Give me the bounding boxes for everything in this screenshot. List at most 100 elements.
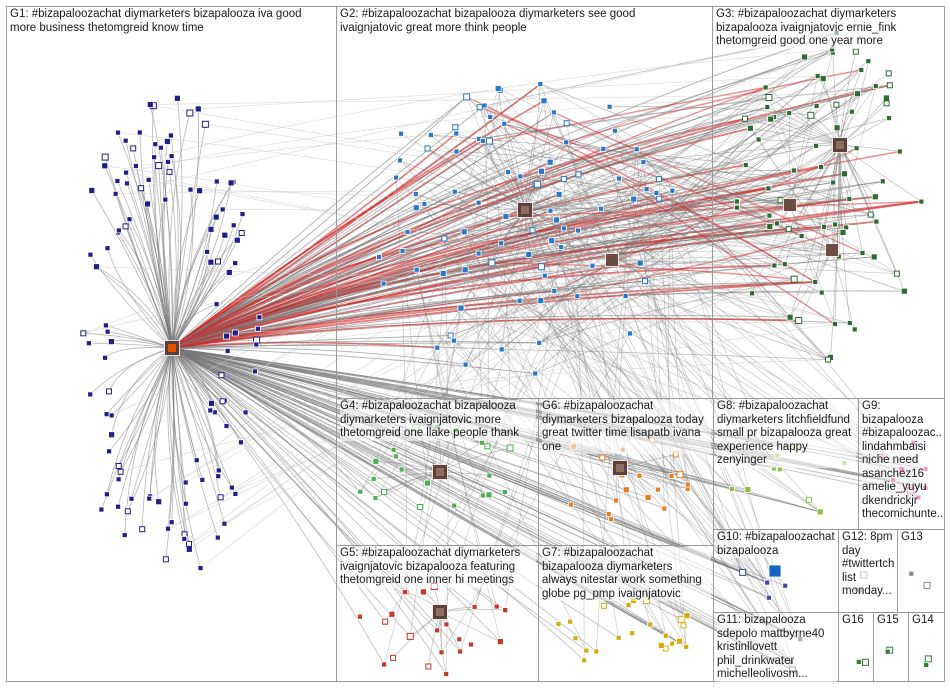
node bbox=[475, 199, 482, 206]
node bbox=[765, 94, 773, 101]
node bbox=[207, 407, 214, 414]
node bbox=[501, 489, 508, 496]
hub-avatar bbox=[168, 344, 176, 352]
edge bbox=[111, 97, 770, 416]
node bbox=[762, 84, 769, 91]
node bbox=[204, 248, 211, 255]
edge bbox=[117, 347, 173, 507]
edge bbox=[839, 51, 857, 146]
node bbox=[434, 627, 441, 634]
edge bbox=[553, 111, 863, 254]
node bbox=[151, 154, 158, 161]
node bbox=[121, 532, 128, 538]
edge bbox=[430, 134, 526, 211]
node bbox=[502, 213, 510, 220]
hub-avatar bbox=[521, 206, 529, 214]
edge bbox=[540, 83, 871, 215]
node bbox=[529, 227, 536, 234]
edge bbox=[540, 83, 833, 251]
group-label-g12: G12: 8pm day #twittertch... list monday.… bbox=[842, 531, 895, 599]
node bbox=[193, 457, 200, 464]
edge bbox=[436, 209, 526, 348]
group-panel-g8: G8: #bizapaloozachat diymarketers litchf… bbox=[713, 398, 859, 530]
node bbox=[832, 321, 838, 327]
edge bbox=[89, 347, 173, 395]
node bbox=[563, 139, 570, 146]
node bbox=[104, 328, 111, 335]
node bbox=[581, 657, 587, 664]
node bbox=[115, 463, 122, 469]
node bbox=[525, 251, 533, 258]
edge bbox=[625, 281, 816, 297]
edge bbox=[171, 347, 743, 573]
edge bbox=[643, 162, 665, 509]
node bbox=[181, 536, 188, 542]
edge bbox=[524, 112, 555, 211]
node bbox=[438, 649, 445, 656]
node bbox=[764, 104, 771, 110]
edge bbox=[430, 134, 791, 206]
node bbox=[812, 279, 819, 285]
edge bbox=[566, 122, 791, 206]
edge bbox=[216, 221, 877, 305]
node bbox=[199, 476, 206, 483]
hub-node-extra-2 bbox=[605, 253, 619, 267]
edge bbox=[108, 347, 173, 392]
edge bbox=[524, 198, 634, 211]
node bbox=[453, 148, 460, 155]
node bbox=[555, 621, 562, 627]
node bbox=[533, 180, 541, 188]
edge bbox=[198, 75, 818, 110]
edge bbox=[224, 226, 770, 524]
node bbox=[846, 320, 853, 326]
edge bbox=[171, 127, 751, 349]
node bbox=[923, 581, 931, 589]
node bbox=[502, 607, 509, 613]
node bbox=[832, 221, 838, 228]
edge bbox=[402, 209, 526, 252]
edge bbox=[171, 347, 597, 652]
node bbox=[771, 262, 778, 269]
edge bbox=[83, 215, 770, 334]
edge bbox=[551, 204, 791, 241]
node bbox=[237, 439, 244, 446]
node bbox=[434, 344, 441, 351]
node bbox=[676, 471, 684, 479]
group-label-g4: G4: #bizapaloozachat bizapalooza diymark… bbox=[340, 400, 536, 441]
node bbox=[852, 48, 859, 55]
node bbox=[230, 222, 237, 229]
node bbox=[862, 658, 869, 666]
group-panel-g9: G9: bizapalooza #bizapaloozac... lindahm… bbox=[858, 398, 945, 530]
edge bbox=[611, 73, 889, 261]
edge bbox=[104, 347, 173, 359]
node bbox=[742, 162, 749, 168]
node bbox=[223, 332, 231, 340]
edge bbox=[611, 259, 850, 324]
node bbox=[532, 370, 539, 377]
edge bbox=[126, 172, 799, 321]
edge bbox=[814, 144, 841, 283]
node bbox=[187, 186, 194, 193]
node bbox=[643, 186, 650, 193]
group-panel-g7: G7: #bizapaloozachat bizapalooza diymark… bbox=[538, 545, 714, 682]
node bbox=[669, 187, 676, 194]
edge bbox=[776, 144, 841, 224]
edge bbox=[171, 32, 837, 349]
node bbox=[221, 231, 229, 239]
node bbox=[883, 100, 890, 107]
edge bbox=[171, 347, 236, 495]
node bbox=[616, 175, 622, 182]
edge bbox=[171, 347, 687, 648]
edge bbox=[769, 144, 841, 216]
node bbox=[859, 249, 866, 256]
edge bbox=[831, 173, 845, 251]
node bbox=[615, 634, 622, 641]
node bbox=[106, 448, 112, 455]
node bbox=[485, 491, 493, 499]
node bbox=[493, 603, 500, 610]
edge bbox=[524, 100, 545, 211]
edge bbox=[625, 292, 822, 297]
node bbox=[420, 588, 427, 596]
node bbox=[821, 223, 827, 230]
group-label-g7: G7: #bizapaloozachat bizapalooza diymark… bbox=[542, 547, 711, 601]
